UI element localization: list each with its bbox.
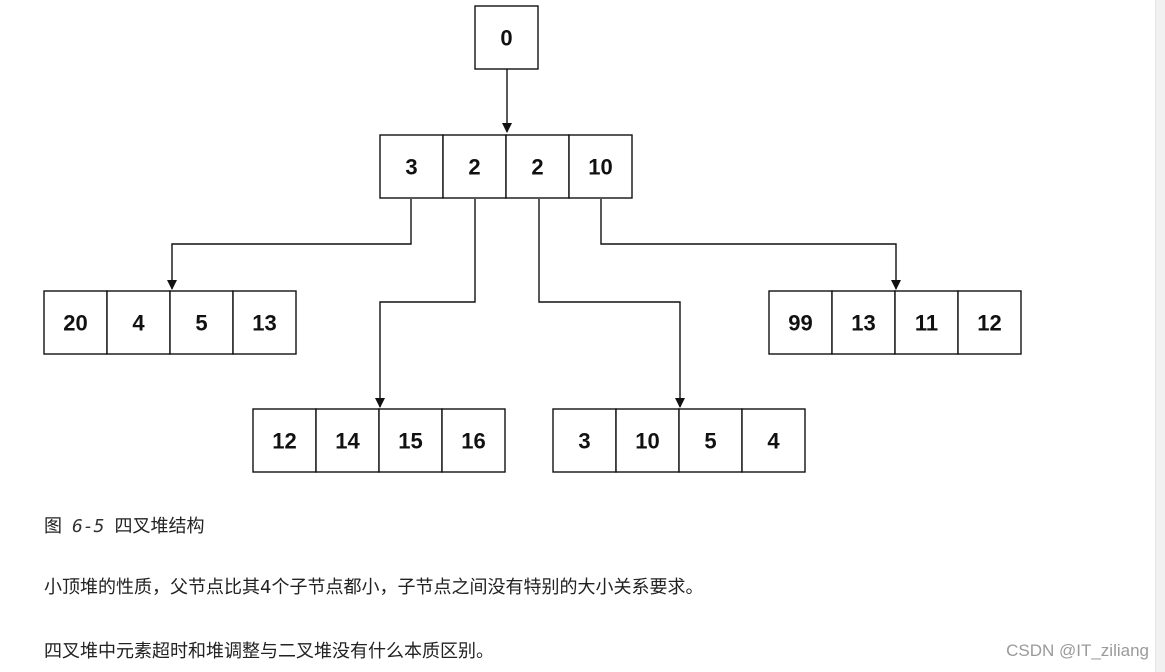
child-node-0: 20 4 5 13 — [43, 290, 297, 355]
edge-level1-1-to-child-1 — [375, 199, 476, 408]
child-node-3-cell-box — [957, 290, 1022, 355]
child-node-1-cell-value: 12 — [272, 429, 296, 454]
edge-level1-3-to-child-3 — [600, 199, 901, 290]
child-node-1: 12 14 15 16 — [252, 408, 506, 473]
quad-heap-diagram: 0 3 2 2 10 20 4 5 13 12 14 15 16 3 10 5 4 99 13 11 12 — [43, 5, 1022, 473]
child-node-3-cell-value: 12 — [977, 311, 1001, 336]
child-node-1-cell-box — [315, 408, 380, 473]
page-scrollbar[interactable] — [1155, 0, 1165, 672]
child-node-2-cell-box — [678, 408, 743, 473]
child-node-0-cell-value: 20 — [63, 311, 87, 336]
csdn-watermark: CSDN @IT_ziliang — [1006, 641, 1149, 660]
child-node-0-cell-box — [232, 290, 297, 355]
level1-node-cell-box — [379, 134, 444, 199]
child-node-2-cell-value: 10 — [635, 429, 659, 454]
child-node-3-cell-value: 99 — [788, 311, 812, 336]
level1-node-cell-value: 2 — [531, 155, 543, 180]
figure-caption: 图 6-5 四叉堆结构 — [44, 512, 205, 538]
child-node-0-cell-box — [43, 290, 108, 355]
level1-node-cell-value: 10 — [588, 155, 612, 180]
root-node-cell-box — [474, 5, 539, 70]
child-node-0-cell-value: 4 — [132, 311, 145, 336]
paragraph-heap-property: 小顶堆的性质，父节点比其4个子节点都小，子节点之间没有特别的大小关系要求。 — [44, 577, 704, 598]
child-node-2-cell-value: 4 — [767, 429, 780, 454]
child-node-0-cell-value: 5 — [195, 311, 207, 336]
child-node-1-cell-box — [252, 408, 317, 473]
child-node-2-cell-box — [552, 408, 617, 473]
child-node-1-cell-value: 16 — [461, 429, 485, 454]
caption-prefix: 图 — [44, 516, 62, 537]
level1-node-cell-box — [568, 134, 633, 199]
child-node-3: 99 13 11 12 — [768, 290, 1022, 355]
edge-level1-2-to-child-2 — [538, 199, 685, 408]
paragraph-heap-adjustment: 四叉堆中元素超时和堆调整与二叉堆没有什么本质区别。 — [44, 641, 494, 662]
edge-level1-0-to-child-0 — [167, 199, 412, 290]
child-node-1-cell-value: 14 — [335, 429, 360, 454]
child-node-2-cell-box — [615, 408, 680, 473]
level1-node: 3 2 2 10 — [379, 134, 633, 199]
child-node-2: 3 10 5 4 — [552, 408, 806, 473]
level1-node-cell-box — [442, 134, 507, 199]
child-node-3-cell-value: 11 — [915, 311, 938, 336]
child-node-2-cell-box — [741, 408, 806, 473]
child-node-3-cell-box — [831, 290, 896, 355]
child-node-2-cell-value: 5 — [704, 429, 716, 454]
child-node-3-cell-value: 13 — [851, 311, 875, 336]
root-node-cell-value: 0 — [500, 26, 512, 51]
caption-number: 6-5 — [72, 516, 105, 537]
child-node-2-cell-value: 3 — [578, 429, 590, 454]
level1-node-cell-value: 3 — [405, 155, 417, 180]
child-node-3-cell-box — [894, 290, 959, 355]
child-node-3-cell-box — [768, 290, 833, 355]
level1-node-cell-value: 2 — [468, 155, 480, 180]
caption-title: 四叉堆结构 — [114, 516, 205, 537]
child-node-1-cell-value: 15 — [398, 429, 422, 454]
child-node-1-cell-box — [441, 408, 506, 473]
root-node: 0 — [474, 5, 539, 70]
child-node-0-cell-value: 13 — [252, 311, 276, 336]
